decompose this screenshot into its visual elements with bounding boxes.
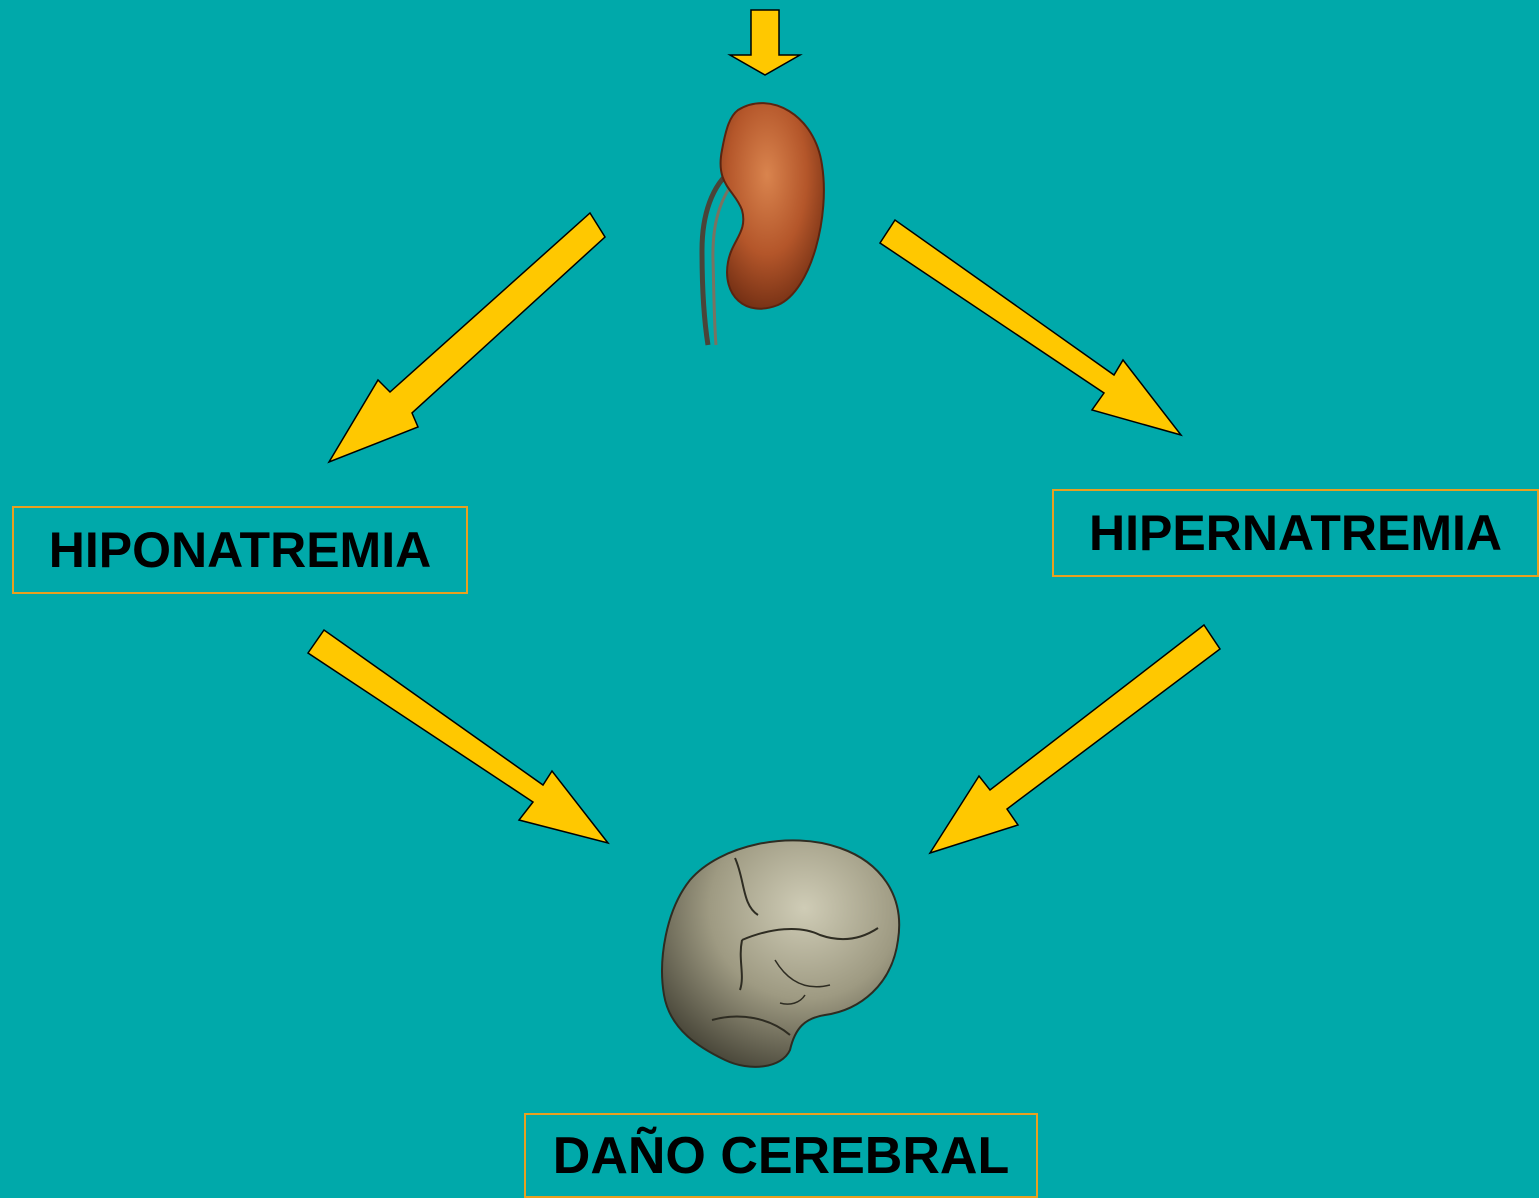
hipernatremia-label: HIPERNATREMIA [1089,504,1502,562]
kidney-icon [702,103,824,345]
hiponatremia-label: HIPONATREMIA [49,521,431,579]
brain-icon [662,840,899,1067]
hipernatremia-label-box: HIPERNATREMIA [1052,489,1539,577]
arrow-to-hipernatremia [880,220,1181,435]
arrow-top-down [730,10,800,75]
dano-cerebral-label: DAÑO CEREBRAL [553,1126,1009,1186]
arrow-to-hiponatremia [329,213,605,462]
arrow-hipo-to-brain [308,630,608,843]
arrow-hiper-to-brain [930,625,1220,853]
dano-cerebral-label-box: DAÑO CEREBRAL [524,1113,1038,1198]
hiponatremia-label-box: HIPONATREMIA [12,506,468,594]
